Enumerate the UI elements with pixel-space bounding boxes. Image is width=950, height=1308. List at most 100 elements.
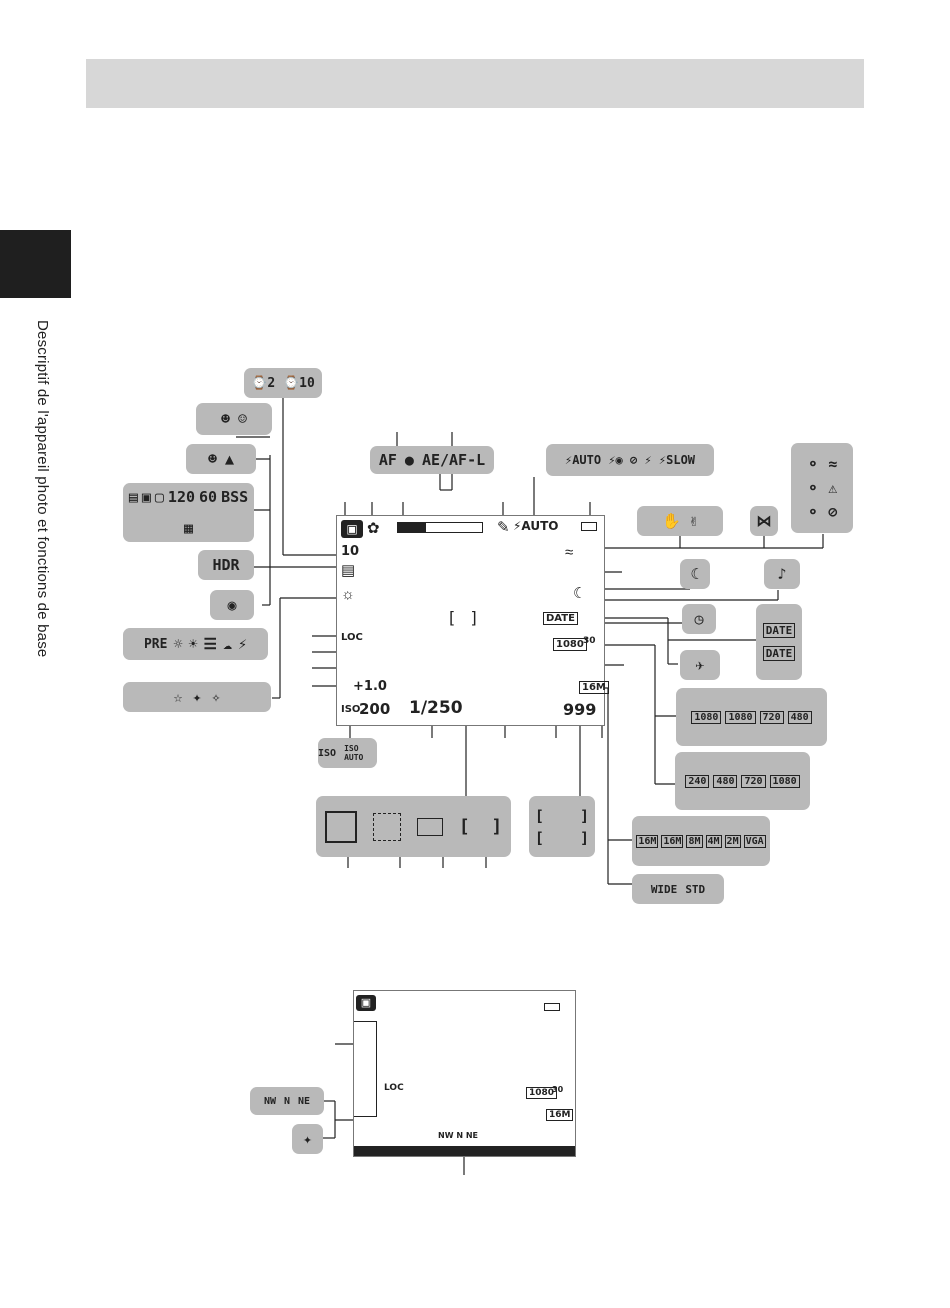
audio-option: ♪ (764, 559, 800, 589)
wifi-indicator-icon: ≈ (565, 544, 574, 561)
wifi-icon: ⚬ ≈ (806, 455, 838, 473)
movie-fps-indicator-2: 30 (552, 1085, 564, 1094)
wifi-warning-icon: ⚬ ⚠ (806, 479, 838, 497)
chapter-title-text: Descriptif de l'appareil photo et foncti… (34, 320, 51, 658)
movie-1080-b: 1080 (725, 710, 756, 724)
hdr-option: HDR (198, 550, 254, 580)
fluorescent-icon: ☰ (203, 635, 217, 653)
vr-icon-2: ✌ (688, 512, 698, 530)
skin-softening-options: ☆ ✦ ✧ (123, 682, 271, 712)
wifi-status-options: ⚬ ≈ ⚬ ⚠ ⚬ ⊘ (791, 443, 853, 533)
bottom-black-bar (354, 1146, 575, 1156)
camera-mode-icon-2: ▣ (356, 995, 376, 1011)
color-icon: ✎ (497, 519, 510, 536)
hs-240: 240 (685, 774, 710, 788)
focus-area-center (416, 817, 443, 836)
compass-ne: NE (465, 1131, 478, 1140)
focus-area-options: [ ] (316, 796, 511, 857)
focus-bracket: [ ] (449, 608, 477, 627)
zoom-indicator (397, 522, 483, 533)
timer-indicator: 10 (341, 544, 360, 559)
bss-label: BSS (221, 487, 249, 506)
iso-label: ISO (341, 704, 361, 715)
pet-timer-icon: ☺ (238, 410, 248, 428)
shots-remaining: 999 (563, 700, 597, 719)
flash-modes-label: ⚡AUTO ⚡◉ ⊘ ⚡ ⚡SLOW (564, 453, 696, 467)
size-2m: 2M (724, 834, 741, 848)
hs-1080: 1080 (769, 774, 800, 788)
flash-status: ⚡AUTO (513, 519, 559, 533)
clock-option: ◷ (682, 604, 716, 634)
size-vga: VGA (743, 834, 766, 848)
panorama-options: WIDE STD (632, 874, 724, 904)
self-timer-options: ⌚2 ⌚10 (244, 368, 322, 398)
smile-timer-options: ☻ ☺ (196, 403, 272, 435)
size-16m: 16M (661, 834, 684, 848)
compass-ne-label: NE (298, 1095, 311, 1107)
image-size-indicator: 16M (579, 681, 609, 694)
travel-option: ✈ (680, 650, 720, 680)
preset-label: PRE (143, 636, 168, 652)
section-header-bar (86, 59, 864, 108)
battery-icon (581, 522, 597, 531)
clock-icon: ◷ (694, 610, 704, 628)
portrait-icon: ☻ (207, 450, 217, 468)
compass-screen: ▣ LOC 1080 30 16M NW N NE (353, 990, 576, 1157)
continuous-60-label: 60 (199, 487, 218, 506)
wifi-off-icon: ⚬ ⊘ (806, 503, 838, 521)
skin-icon-1: ☆ (173, 688, 183, 706)
skin-icon-2: ✦ (192, 688, 202, 706)
plane-icon: ✈ (695, 656, 705, 674)
antenna-icon: ⋈ (756, 512, 772, 530)
landscape-icon: ▲ (225, 450, 235, 468)
continuous-icon: ▤ (128, 487, 138, 506)
ae-af-lock-label: AE/AF-L (421, 451, 486, 469)
af-dot-icon: ● (404, 451, 414, 469)
continuous-indicator-icon: ▤ (341, 562, 356, 579)
continuous-options: ▤ ▣ ▢ 120 60 BSS ▦ (123, 483, 254, 542)
focus-area-wide (324, 810, 357, 843)
smile-timer-icon: ☻ (220, 410, 230, 428)
focus-area-spot: [ ] (458, 816, 503, 837)
eye-fi-option: ⋈ (750, 506, 778, 536)
movie-options: 1080 1080 720 480 (676, 688, 827, 746)
date-stamp-options: DATE DATE (756, 604, 802, 680)
compass-n: N (456, 1131, 464, 1140)
hs-480: 480 (713, 774, 738, 788)
size-4m: 4M (705, 834, 722, 848)
compass-dial-option: ✦ (292, 1124, 323, 1154)
size-8m: 8M (686, 834, 703, 848)
date-label-a: DATE (762, 623, 796, 638)
white-balance-options: PRE ☼ ☀ ☰ ☁ ⚡ (123, 628, 268, 660)
continuous-l-icon: ▢ (154, 487, 164, 506)
memory-options: [ ] [ ] (529, 796, 595, 857)
internal-memory-icon: [ ] (534, 806, 590, 825)
battery-icon-2 (544, 1003, 560, 1011)
exposure-comp: +1.0 (353, 679, 387, 694)
shutter-speed: 1/250 (409, 698, 463, 718)
hs-720: 720 (741, 774, 766, 788)
date-indicator: DATE (543, 612, 578, 625)
movie-720: 720 (759, 710, 784, 724)
blink-warning-option: ◉ (210, 590, 254, 620)
multishot-icon: ▦ (183, 519, 194, 538)
vibration-reduction-options: ✋ ✌ (637, 506, 723, 536)
iso-plain: ISO (318, 747, 337, 759)
mic-icon: ♪ (777, 565, 787, 583)
flash-mode-options: ⚡AUTO ⚡◉ ⊘ ⚡ ⚡SLOW (546, 444, 714, 476)
vr-icon-1: ✋ (662, 512, 681, 530)
loc-label-2: LOC (384, 1083, 404, 1093)
camera-mode-icon: ▣ (341, 520, 363, 538)
hdr-label: HDR (212, 556, 240, 574)
image-size-options: 16M 16M 8M 4M 2M VGA (632, 816, 770, 866)
self-timer-label: ⌚2 ⌚10 (251, 375, 315, 391)
compass-nw: NW (438, 1131, 454, 1140)
compass-n-label: N (283, 1095, 291, 1107)
skin-icon-3: ✧ (211, 688, 221, 706)
compass-strip-option: NW N NE (250, 1087, 324, 1115)
altitude-scale (354, 1021, 377, 1117)
card-memory-icon: [ ] (534, 828, 590, 847)
gps-option: ☾ (680, 559, 710, 589)
continuous-120-label: 120 (167, 487, 196, 506)
focus-area-bracket (372, 812, 401, 841)
